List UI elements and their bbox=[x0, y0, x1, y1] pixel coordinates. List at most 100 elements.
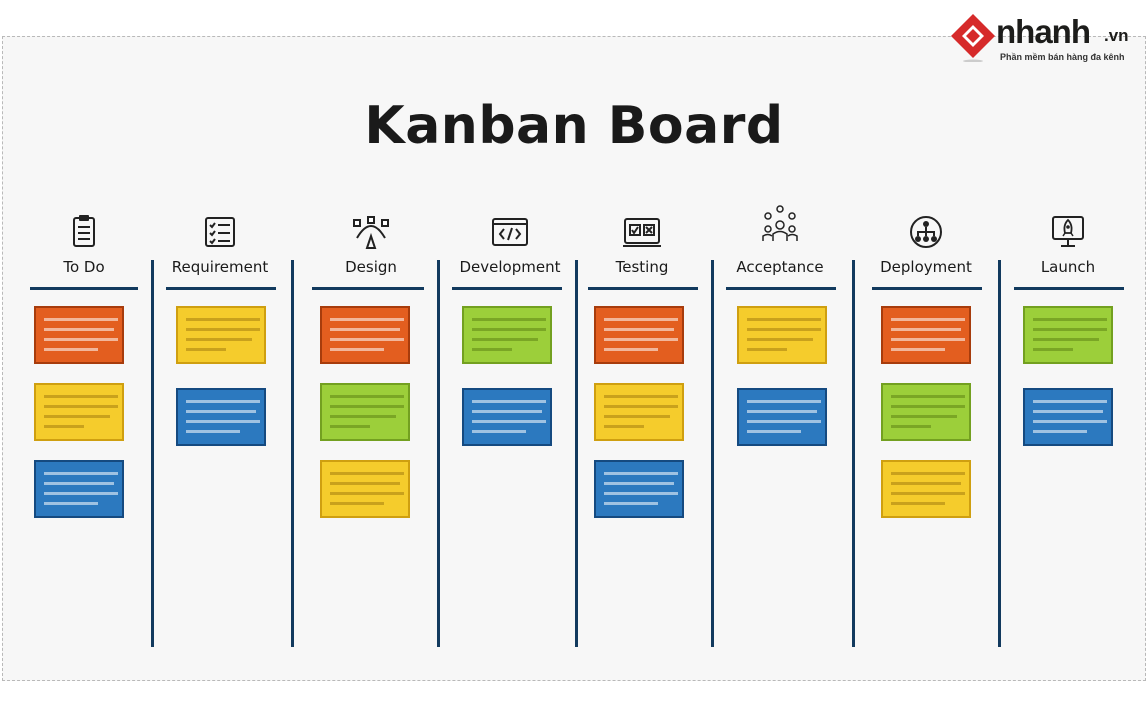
logo-tld: .vn bbox=[1104, 26, 1129, 45]
card-text-placeholder bbox=[330, 338, 404, 341]
card-text-placeholder bbox=[44, 338, 118, 341]
card-text-placeholder bbox=[747, 400, 821, 403]
kanban-card-yellow[interactable] bbox=[34, 383, 124, 441]
card-text-placeholder bbox=[330, 502, 384, 505]
card-text-placeholder bbox=[186, 348, 226, 351]
kanban-card-blue[interactable] bbox=[462, 388, 552, 446]
logo-tagline: Phần mềm bán hàng đa kênh bbox=[1000, 52, 1125, 62]
card-text-placeholder bbox=[1033, 338, 1099, 341]
card-text-placeholder bbox=[44, 328, 114, 331]
kanban-card-green[interactable] bbox=[462, 306, 552, 364]
column-label: Testing bbox=[615, 258, 669, 276]
column-header-rule bbox=[872, 287, 982, 290]
column-label: Requirement bbox=[171, 258, 269, 276]
column-header-rule bbox=[166, 287, 276, 290]
page-title: Kanban Board bbox=[364, 96, 784, 156]
card-text-placeholder bbox=[330, 415, 396, 418]
kanban-card-yellow[interactable] bbox=[881, 460, 971, 518]
card-text-placeholder bbox=[330, 318, 404, 321]
kanban-card-blue[interactable] bbox=[34, 460, 124, 518]
card-text-placeholder bbox=[44, 405, 118, 408]
card-text-placeholder bbox=[186, 318, 260, 321]
card-text-placeholder bbox=[747, 318, 821, 321]
card-text-placeholder bbox=[44, 415, 110, 418]
column-header-rule bbox=[312, 287, 424, 290]
card-text-placeholder bbox=[1033, 318, 1107, 321]
card-text-placeholder bbox=[1033, 348, 1073, 351]
card-text-placeholder bbox=[330, 472, 404, 475]
column-header-rule bbox=[452, 287, 562, 290]
card-text-placeholder bbox=[472, 318, 546, 321]
card-text-placeholder bbox=[1033, 328, 1107, 331]
card-text-placeholder bbox=[44, 492, 118, 495]
card-text-placeholder bbox=[604, 415, 670, 418]
column-separator bbox=[151, 260, 154, 647]
card-text-placeholder bbox=[330, 492, 404, 495]
card-text-placeholder bbox=[472, 410, 542, 413]
card-text-placeholder bbox=[747, 328, 821, 331]
card-text-placeholder bbox=[330, 405, 404, 408]
column-label: Acceptance bbox=[736, 258, 824, 276]
column-header-rule bbox=[1014, 287, 1124, 290]
card-text-placeholder bbox=[891, 472, 965, 475]
card-text-placeholder bbox=[186, 328, 260, 331]
kanban-card-yellow[interactable] bbox=[594, 383, 684, 441]
kanban-card-blue[interactable] bbox=[176, 388, 266, 446]
card-text-placeholder bbox=[472, 348, 512, 351]
card-text-placeholder bbox=[604, 395, 678, 398]
nhanh-logo: nhanh .vn Phần mềm bán hàng đa kênh bbox=[948, 12, 1144, 68]
card-text-placeholder bbox=[604, 405, 678, 408]
card-text-placeholder bbox=[891, 502, 945, 505]
card-text-placeholder bbox=[747, 338, 813, 341]
card-text-placeholder bbox=[891, 492, 965, 495]
column-header-rule bbox=[30, 287, 138, 290]
network-hierarchy-icon bbox=[906, 212, 946, 252]
card-text-placeholder bbox=[891, 425, 931, 428]
test-checkbox-icon bbox=[622, 212, 662, 252]
card-text-placeholder bbox=[604, 318, 678, 321]
card-text-placeholder bbox=[44, 425, 84, 428]
kanban-card-green[interactable] bbox=[881, 383, 971, 441]
card-text-placeholder bbox=[747, 420, 821, 423]
kanban-card-yellow[interactable] bbox=[176, 306, 266, 364]
card-text-placeholder bbox=[891, 318, 965, 321]
kanban-card-green[interactable] bbox=[1023, 306, 1113, 364]
card-text-placeholder bbox=[604, 328, 674, 331]
kanban-card-yellow[interactable] bbox=[737, 306, 827, 364]
kanban-card-orange[interactable] bbox=[320, 306, 410, 364]
kanban-card-green[interactable] bbox=[320, 383, 410, 441]
card-text-placeholder bbox=[44, 482, 114, 485]
card-text-placeholder bbox=[44, 348, 98, 351]
logo-brand: nhanh bbox=[996, 13, 1091, 50]
kanban-card-orange[interactable] bbox=[34, 306, 124, 364]
card-text-placeholder bbox=[891, 415, 957, 418]
kanban-card-blue[interactable] bbox=[737, 388, 827, 446]
card-text-placeholder bbox=[330, 348, 384, 351]
card-text-placeholder bbox=[186, 400, 260, 403]
card-text-placeholder bbox=[891, 482, 961, 485]
card-text-placeholder bbox=[330, 482, 400, 485]
kanban-card-orange[interactable] bbox=[594, 306, 684, 364]
card-text-placeholder bbox=[44, 502, 98, 505]
column-label: To Do bbox=[63, 258, 105, 276]
kanban-card-blue[interactable] bbox=[1023, 388, 1113, 446]
card-text-placeholder bbox=[1033, 400, 1107, 403]
card-text-placeholder bbox=[747, 410, 817, 413]
card-text-placeholder bbox=[604, 338, 678, 341]
kanban-card-orange[interactable] bbox=[881, 306, 971, 364]
card-text-placeholder bbox=[891, 348, 945, 351]
column-label: Launch bbox=[1040, 258, 1096, 276]
kanban-card-yellow[interactable] bbox=[320, 460, 410, 518]
people-approval-icon bbox=[760, 205, 800, 245]
column-separator bbox=[437, 260, 440, 647]
card-text-placeholder bbox=[186, 338, 252, 341]
column-separator bbox=[998, 260, 1001, 647]
card-text-placeholder bbox=[330, 328, 400, 331]
card-text-placeholder bbox=[1033, 420, 1107, 423]
card-text-placeholder bbox=[604, 348, 658, 351]
card-text-placeholder bbox=[186, 420, 260, 423]
column-label: Deployment bbox=[880, 258, 972, 276]
card-text-placeholder bbox=[604, 502, 658, 505]
kanban-card-blue[interactable] bbox=[594, 460, 684, 518]
column-header-rule bbox=[588, 287, 698, 290]
